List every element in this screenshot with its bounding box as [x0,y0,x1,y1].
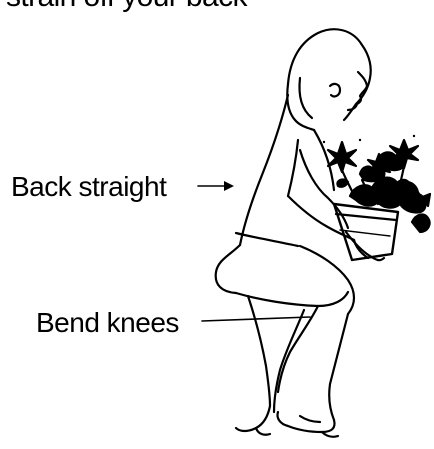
back-pointer-arrowhead [224,181,234,191]
woman-body [216,95,384,437]
potted-flowers-icon [323,135,430,260]
label-bend-knees: Bend knees [36,307,179,339]
woman-head [287,29,370,130]
label-back-straight: Back straight [11,171,166,203]
